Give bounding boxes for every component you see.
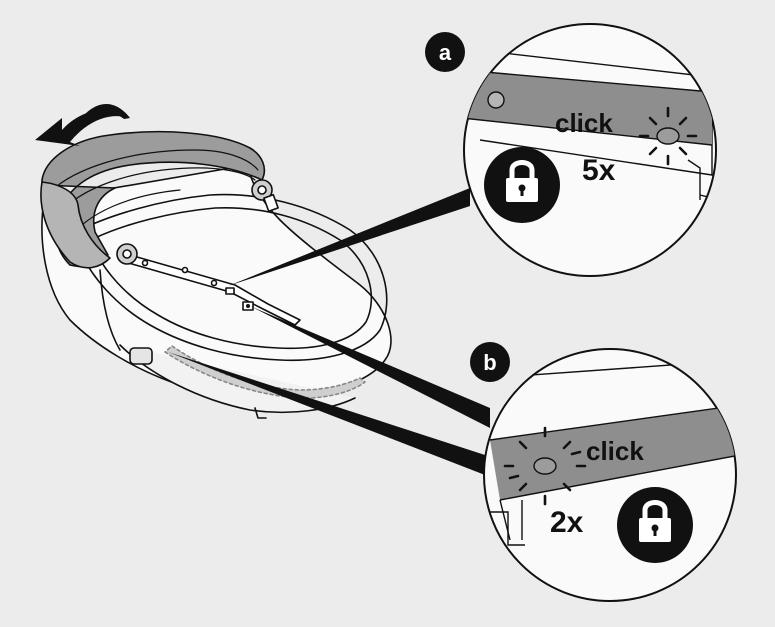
- callout-a-button-sparkle-icon: [638, 106, 698, 166]
- callout-a-strap: [464, 70, 712, 145]
- frame-rail: [124, 254, 301, 326]
- callout-b-click-label: click: [586, 436, 644, 466]
- canopy-bracket-right: [263, 193, 279, 213]
- callout-a-count-label: 5x: [582, 154, 616, 187]
- canopy-fold-2: [57, 167, 256, 216]
- callout-b-badge: b: [470, 342, 510, 382]
- callout-b-count-label: 2x: [550, 506, 584, 539]
- carrycot-side-seam: [99, 269, 121, 351]
- side-clip: [129, 347, 153, 365]
- canopy-edge: [40, 181, 111, 269]
- callout-a-circle: [463, 23, 717, 277]
- svg-text:a: a: [439, 40, 452, 65]
- callout-a: click 5x a: [425, 23, 717, 277]
- rotate-arrow-icon: [35, 109, 130, 146]
- canopy-fold-1: [49, 149, 259, 193]
- callout-a-rivet: [487, 91, 505, 109]
- callout-a-badge: a: [425, 32, 465, 72]
- callout-b-strap: [490, 405, 736, 500]
- callout-a-button: [656, 127, 680, 145]
- carrycot-rim: [79, 193, 388, 362]
- rail-rivet-1: [181, 266, 189, 274]
- callout-b-wedges: [168, 306, 490, 475]
- rail-lock-point-a: [225, 287, 235, 295]
- carrycot-rim-inner: [94, 206, 373, 350]
- callout-b: click 2x b: [470, 342, 737, 602]
- lock-icon: [617, 487, 693, 563]
- callout-a-click-label: click: [555, 108, 613, 138]
- callout-a-wedge: [228, 188, 470, 286]
- svg-text:b: b: [483, 350, 496, 375]
- lock-icon: [484, 147, 560, 223]
- carrycot-illustration: [35, 103, 392, 419]
- rail-rivet-3: [141, 259, 149, 267]
- carrycot-foot: [254, 407, 267, 419]
- callout-b-button-sparkle-icon: [503, 426, 587, 506]
- rail-rivet-2: [210, 279, 218, 287]
- callout-b-button: [533, 457, 557, 475]
